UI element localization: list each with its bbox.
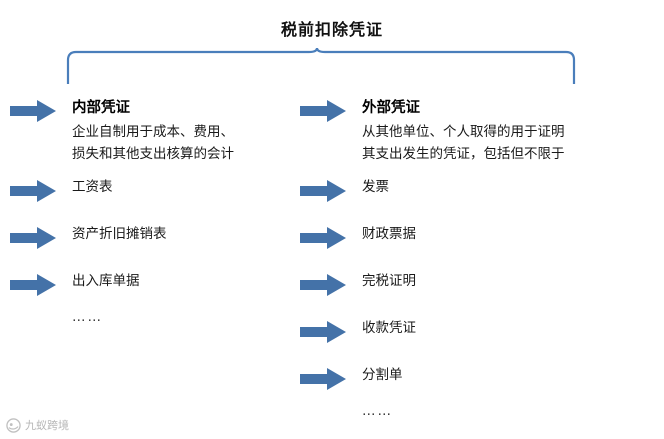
arrow-cell xyxy=(300,176,362,203)
arrow-cell xyxy=(300,270,362,297)
arrow-right-icon xyxy=(10,180,56,203)
list-item: 收款凭证 xyxy=(300,317,660,344)
arrow-right-icon xyxy=(10,227,56,250)
grouping-brace xyxy=(66,48,576,84)
list-item-label: 财政票据 xyxy=(362,226,416,243)
list-item: 出入库单据 xyxy=(10,270,320,297)
arrow-right-icon xyxy=(300,180,346,203)
arrow-right-icon xyxy=(300,100,346,122)
arrow-cell xyxy=(300,317,362,344)
page-title: 税前扣除凭证 xyxy=(280,20,383,39)
arrow-right-icon xyxy=(300,227,346,250)
arrow-cell-empty xyxy=(10,306,72,310)
list-item-label: 完税证明 xyxy=(362,273,416,290)
list-item-label: 收款凭证 xyxy=(362,320,416,337)
ellipsis-label: …… xyxy=(72,309,103,326)
external-voucher-text: 外部凭证 从其他单位、个人取得的用于证明 其支出发生的凭证，包括但不限于 xyxy=(362,96,660,166)
arrow-cell xyxy=(300,364,362,391)
arrow-cell xyxy=(10,96,72,122)
arrow-right-icon xyxy=(10,274,56,297)
list-item: 发票 xyxy=(300,176,660,203)
arrow-cell xyxy=(10,176,72,203)
internal-voucher-title: 内部凭证 xyxy=(72,100,130,116)
arrow-right-icon xyxy=(10,100,56,122)
list-item-label: 分割单 xyxy=(362,367,403,384)
watermark-label: 九蚁跨境 xyxy=(25,419,69,432)
list-item-label: 出入库单据 xyxy=(72,273,140,290)
arrow-cell-empty xyxy=(300,400,362,404)
arrow-right-icon xyxy=(300,321,346,344)
arrow-right-icon xyxy=(300,368,346,391)
list-item-ellipsis: …… xyxy=(10,306,320,329)
external-voucher-title: 外部凭证 xyxy=(362,100,420,116)
external-voucher-description: 从其他单位、个人取得的用于证明 其支出发生的凭证，包括但不限于 xyxy=(362,124,565,163)
list-item: 工资表 xyxy=(10,176,320,203)
watermark-logo-icon xyxy=(6,417,21,433)
internal-voucher-description: 企业自制用于成本、费用、 损失和其他支出核算的会计 xyxy=(72,124,234,163)
arrow-cell xyxy=(10,270,72,297)
arrow-right-icon xyxy=(300,274,346,297)
internal-voucher-heading-row: 内部凭证 企业自制用于成本、费用、 损失和其他支出核算的会计 xyxy=(10,96,320,166)
arrow-cell xyxy=(300,96,362,122)
list-item: 分割单 xyxy=(300,364,660,391)
list-item-label: 资产折旧摊销表 xyxy=(72,226,167,243)
external-voucher-heading-row: 外部凭证 从其他单位、个人取得的用于证明 其支出发生的凭证，包括但不限于 xyxy=(300,96,660,166)
list-item-ellipsis: …… xyxy=(300,400,660,423)
arrow-cell xyxy=(10,223,72,250)
external-voucher-column: 外部凭证 从其他单位、个人取得的用于证明 其支出发生的凭证，包括但不限于 发票 … xyxy=(300,96,660,423)
list-item: 财政票据 xyxy=(300,223,660,250)
list-item-label: 发票 xyxy=(362,179,389,196)
list-item-label: 工资表 xyxy=(72,179,113,196)
list-item: 资产折旧摊销表 xyxy=(10,223,320,250)
arrow-cell xyxy=(300,223,362,250)
internal-voucher-column: 内部凭证 企业自制用于成本、费用、 损失和其他支出核算的会计 工资表 资产折旧摊… xyxy=(10,96,320,329)
watermark: 九蚁跨境 xyxy=(6,417,69,433)
ellipsis-label: …… xyxy=(362,403,393,420)
list-item: 完税证明 xyxy=(300,270,660,297)
internal-voucher-text: 内部凭证 企业自制用于成本、费用、 损失和其他支出核算的会计 xyxy=(72,96,320,166)
